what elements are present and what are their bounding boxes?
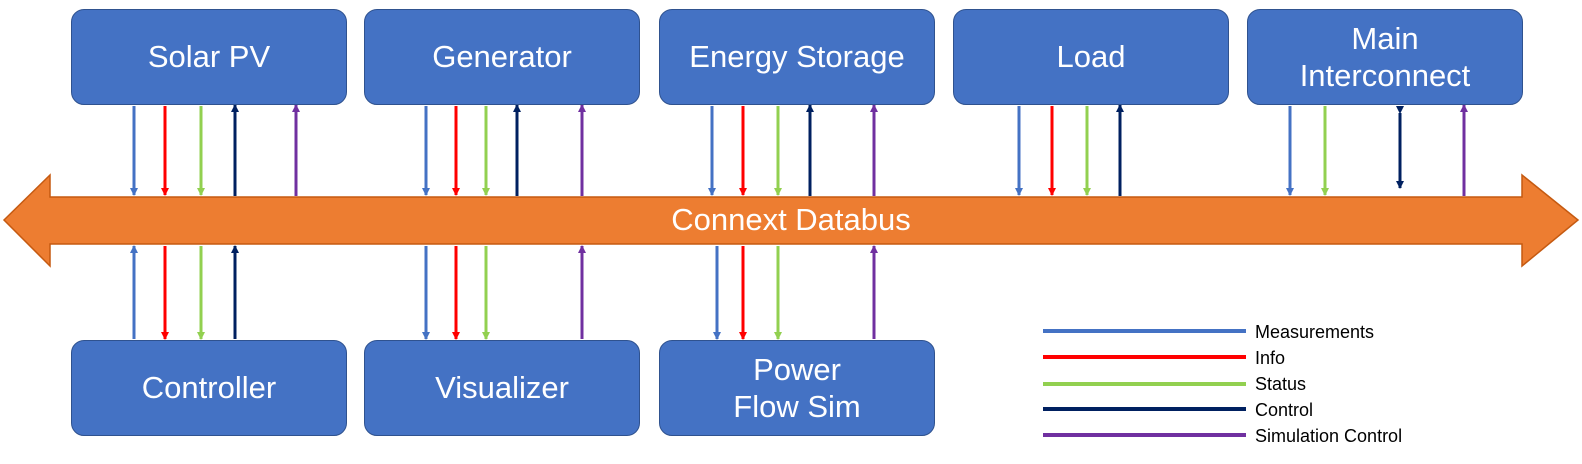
solar-pv-label: Solar PV bbox=[147, 39, 271, 75]
energy-storage-label: Energy Storage bbox=[689, 39, 905, 75]
legend-control-label: Control bbox=[1255, 400, 1314, 420]
load-box: Load bbox=[953, 9, 1229, 105]
power-flow-sim-box: Power Flow Sim bbox=[659, 340, 935, 436]
solar-pv-box: Solar PV bbox=[71, 9, 347, 105]
main-interconnect-label: Main Interconnect bbox=[1299, 20, 1471, 93]
visualizer-box: Visualizer bbox=[364, 340, 640, 436]
legend-status-label: Status bbox=[1255, 374, 1307, 394]
databus-label: Connext Databus bbox=[671, 202, 911, 237]
controller-box: Controller bbox=[71, 340, 347, 436]
legend-measurements-label: Measurements bbox=[1255, 322, 1375, 342]
generator-box: Generator bbox=[364, 9, 640, 105]
power-flow-sim-label: Power Flow Sim bbox=[733, 351, 861, 424]
energy-storage-box: Energy Storage bbox=[659, 9, 935, 105]
main-interconnect-box: Main Interconnect bbox=[1247, 9, 1523, 105]
legend-simulation-control-label: Simulation Control bbox=[1255, 426, 1403, 446]
legend-info-label: Info bbox=[1255, 348, 1286, 368]
controller-label: Controller bbox=[141, 370, 277, 406]
generator-label: Generator bbox=[432, 39, 572, 75]
visualizer-label: Visualizer bbox=[435, 370, 569, 406]
connext-databus-arrow bbox=[2, 173, 1580, 268]
load-label: Load bbox=[1056, 39, 1126, 75]
